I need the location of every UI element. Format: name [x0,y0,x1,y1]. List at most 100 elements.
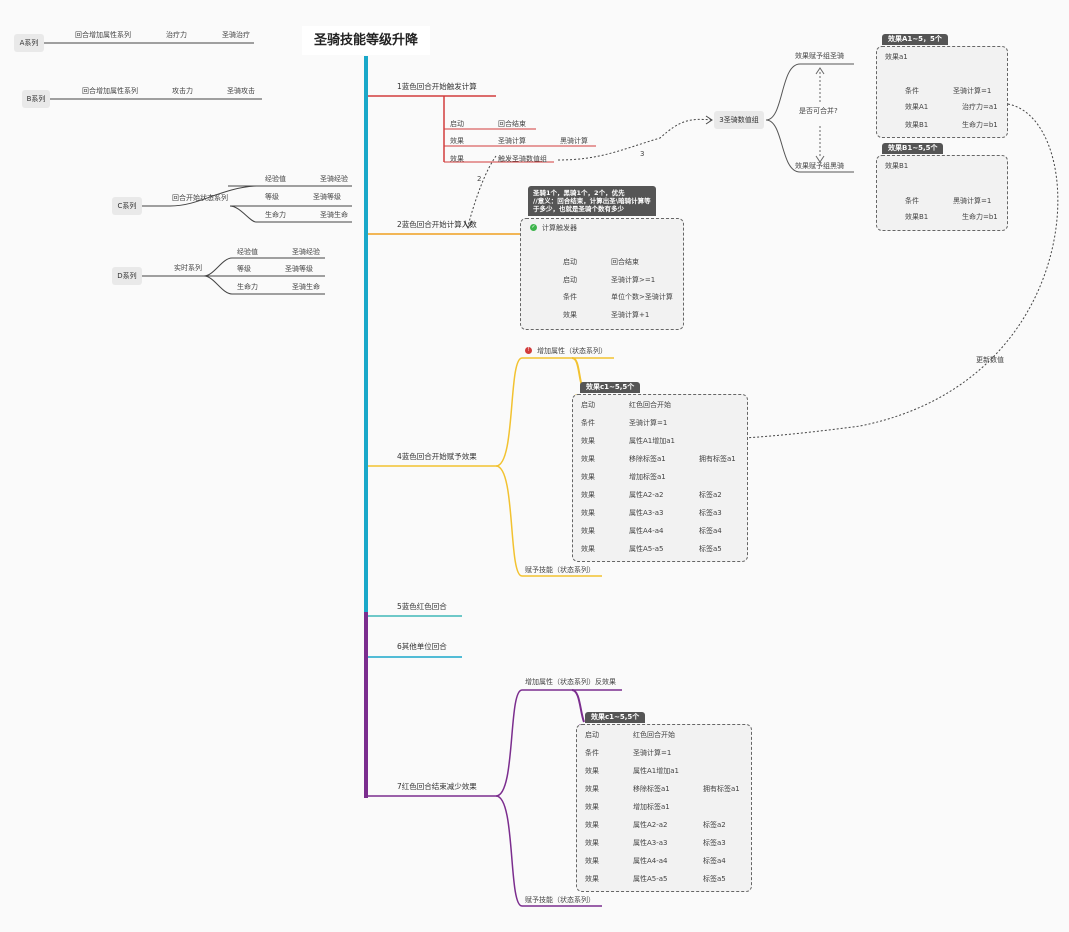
series-a-node[interactable]: A系列 [14,34,44,52]
series-a-item-1: 回合增加属性系列 [75,31,131,39]
series-d-mid: 实时系列 [174,264,202,272]
b4-row-9-col-3: 标签a5 [699,545,722,553]
link-label-3: 3 [640,150,645,158]
b4-skill: 赋予技能（状态系列） [525,566,595,574]
branch-6-label[interactable]: 6其他单位回合 [397,642,447,651]
b2-box [520,218,684,330]
b7-row-4-col-2: 移除标签a1 [633,785,670,793]
b4-box [572,394,748,562]
b7-attr: 增加属性（状态系列）反效果 [525,678,616,686]
b2-row-1-key: 启动 [563,258,577,266]
b7-row-7-col-3: 标签a3 [703,839,726,847]
update-label: 更新数值 [976,356,1004,364]
b3-question: 是否可合并? [799,107,838,115]
b2-row-3-val: 单位个数>圣骑计算 [611,293,673,301]
series-d-row-2-b: 圣骑等级 [285,265,313,273]
b4-row-5-col-2: 增加标签a1 [629,473,666,481]
b4-row-8-col-3: 标签a4 [699,527,722,535]
series-c-row-3-b: 圣骑生命 [320,211,348,219]
b3-box-a-row-1-key: 条件 [905,87,919,95]
b3-box-b-row-1-key: 条件 [905,197,919,205]
b1-row-3-key: 效果 [450,155,464,163]
b4-row-6-col-3: 标签a2 [699,491,722,499]
b2-row-1-val: 回合结束 [611,258,639,266]
b3-box-a-row-3-key: 效果B1 [905,121,929,129]
b4-row-1-col-2: 红色回合开始 [629,401,671,409]
series-b-item-2: 攻击力 [172,87,193,95]
b2-row-3-key: 条件 [563,293,577,301]
b4-row-9-col-1: 效果 [581,545,595,553]
b3-box-a-row-1-val: 圣骑计算=1 [953,87,992,95]
b7-row-9-col-3: 标签a5 [703,875,726,883]
b4-row-1-col-1: 启动 [581,401,595,409]
b4-row-8-col-1: 效果 [581,527,595,535]
b3-node[interactable]: 3圣骑数值组 [714,111,764,129]
b3-box-a-row-2-val: 治疗力=a1 [962,103,998,111]
series-c-row-1-b: 圣骑经验 [320,175,348,183]
b3-box-b-head: 效果B1 [885,162,909,170]
b7-row-8-col-3: 标签a4 [703,857,726,865]
b7-skill: 赋予技能（状态系列） [525,896,595,904]
series-d-row-1-a: 经验值 [237,248,258,256]
b4-row-2-col-1: 条件 [581,419,595,427]
b4-row-7-col-1: 效果 [581,509,595,517]
b3-box-b-row-2-key: 效果B1 [905,213,929,221]
series-c-row-2-b: 圣骑等级 [313,193,341,201]
b7-row-6-col-1: 效果 [585,821,599,829]
b7-row-4-col-1: 效果 [585,785,599,793]
series-a-item-2: 治疗力 [166,31,187,39]
warning-icon: ! [525,347,532,354]
b7-row-3-col-1: 效果 [585,767,599,775]
b4-row-2-col-2: 圣骑计算=1 [629,419,668,427]
b3-box-a-header: 效果A1~5，5个 [882,34,948,45]
branch-7-label[interactable]: 7红色回合结束减少效果 [397,782,477,791]
b7-row-9-col-2: 属性A5-a5 [633,875,668,883]
b3-box-b-header: 效果B1~5,5个 [882,143,944,154]
b4-attr: 增加属性（状态系列） [537,347,607,355]
series-b-item-3: 圣骑攻击 [227,87,255,95]
b7-row-6-col-2: 属性A2-a2 [633,821,668,829]
link-label-2: 2 [477,175,482,183]
b4-row-4-col-3: 拥有标签a1 [699,455,736,463]
branch-4-label[interactable]: 4蓝色回合开始赋予效果 [397,452,477,461]
series-b-node[interactable]: B系列 [22,90,50,108]
series-c-row-3-a: 生命力 [265,211,286,219]
b7-row-7-col-2: 属性A3-a3 [633,839,668,847]
b4-row-4-col-1: 效果 [581,455,595,463]
series-d-row-3-a: 生命力 [237,283,258,291]
b1-row-2-val: 圣骑计算 [498,137,526,145]
b7-box [576,724,752,892]
b3-box-a-row-2-key: 效果A1 [905,103,929,111]
b3-box-b [876,155,1008,231]
check-icon: ✓ [530,224,537,231]
b4-row-5-col-1: 效果 [581,473,595,481]
b7-row-8-col-1: 效果 [585,857,599,865]
b4-row-6-col-2: 属性A2-a2 [629,491,664,499]
series-d-node[interactable]: D系列 [112,267,142,285]
series-a-item-3: 圣骑治疗 [222,31,250,39]
b1-row-2-extra: 黑骑计算 [560,137,588,145]
series-c-node[interactable]: C系列 [112,197,142,215]
b7-row-4-col-3: 拥有标签a1 [703,785,740,793]
series-b-item-1: 回合增加属性系列 [82,87,138,95]
b3-bottom: 效果赋予组黑骑 [795,162,844,170]
b7-row-7-col-1: 效果 [585,839,599,847]
b2-row-2-val: 圣骑计算>=1 [611,276,656,284]
b2-note: 圣骑1个，黑骑1个，2个，优先 //意义：回合结束，计算出圣\暗骑计算等 于多少… [528,186,656,216]
b4-row-6-col-1: 效果 [581,491,595,499]
b4-row-3-col-1: 效果 [581,437,595,445]
branch-1-label[interactable]: 1蓝色回合开始触发计算 [397,82,477,91]
branch-5-label[interactable]: 5蓝色红色回合 [397,602,447,611]
branch-2-label[interactable]: 2蓝色回合开始计算人数 [397,220,477,229]
b4-row-8-col-2: 属性A4-a4 [629,527,664,535]
series-c-row-2-a: 等级 [265,193,279,201]
b7-header: 效果c1~5,5个 [585,712,646,723]
series-c-row-1-a: 经验值 [265,175,286,183]
series-d-row-3-b: 圣骑生命 [292,283,320,291]
b7-row-5-col-1: 效果 [585,803,599,811]
b7-row-9-col-1: 效果 [585,875,599,883]
b3-top: 效果赋予组圣骑 [795,52,844,60]
b1-row-1-val: 回合结束 [498,120,526,128]
b3-box-a-head: 效果a1 [885,53,908,61]
